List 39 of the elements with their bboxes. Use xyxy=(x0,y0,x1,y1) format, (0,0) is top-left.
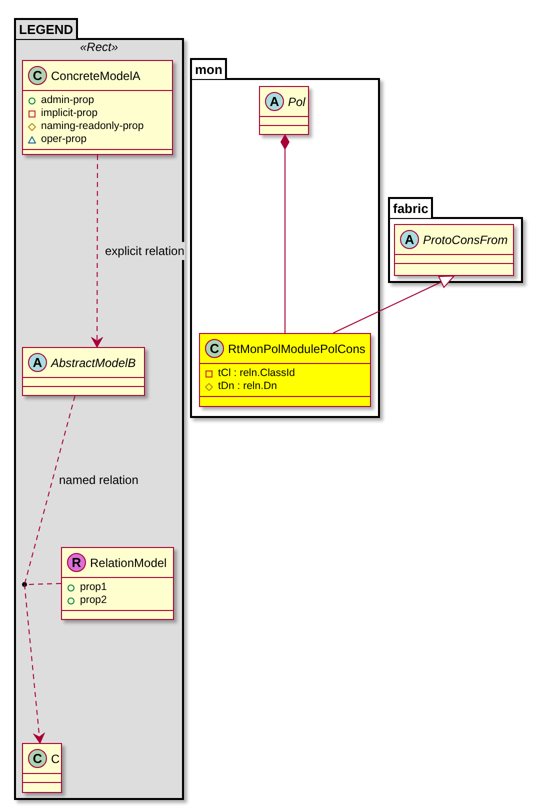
arrow xyxy=(332,276,454,334)
class-type-badge: C xyxy=(28,66,47,85)
connector-line xyxy=(24,396,76,585)
class-attribute: oper-prop xyxy=(41,132,87,147)
class-name: C xyxy=(51,750,60,768)
class-attribute: tDn : reln.Dn xyxy=(218,378,277,394)
connector-line xyxy=(26,583,62,585)
class-type-badge: A xyxy=(265,92,284,111)
class-name: AbstractModelB xyxy=(51,354,136,372)
class-attribute: prop2 xyxy=(80,592,107,608)
class-box xyxy=(22,347,145,396)
class-name: RelationModel xyxy=(90,554,167,572)
class-name: ConcreteModelA xyxy=(51,68,140,84)
class-attribute: naming-readonly-prop xyxy=(41,118,144,134)
class-box xyxy=(61,547,174,620)
class-attribute: admin-prop xyxy=(41,92,94,108)
class-box xyxy=(394,224,514,276)
arrow xyxy=(92,154,103,348)
class-name: Pol xyxy=(288,94,306,110)
class-type-badge: C xyxy=(205,339,224,358)
class-type-badge: C xyxy=(28,749,47,768)
class-type-badge: A xyxy=(28,353,47,372)
class-type-badge: A xyxy=(400,230,419,249)
class-box xyxy=(22,60,173,155)
package-tab: fabric xyxy=(388,197,434,218)
class-attribute: tCl : reln.ClassId xyxy=(218,366,296,381)
class-name: RtMonPolModulePolCons xyxy=(228,340,366,358)
package-tab: mon xyxy=(190,58,228,79)
class-name: ProtoConsFrom xyxy=(423,232,508,248)
edge-label: explicit relation xyxy=(104,242,186,260)
class-box xyxy=(199,333,371,407)
class-box xyxy=(22,743,62,793)
package-tab: LEGEND xyxy=(14,18,78,39)
class-attribute: prop1 xyxy=(80,580,107,595)
class-box xyxy=(259,86,309,135)
arrow xyxy=(24,584,45,744)
stereotype-label: «Rect» xyxy=(78,41,120,54)
class-attribute: implicit-prop xyxy=(41,106,98,121)
class-type-badge: R xyxy=(67,553,86,572)
